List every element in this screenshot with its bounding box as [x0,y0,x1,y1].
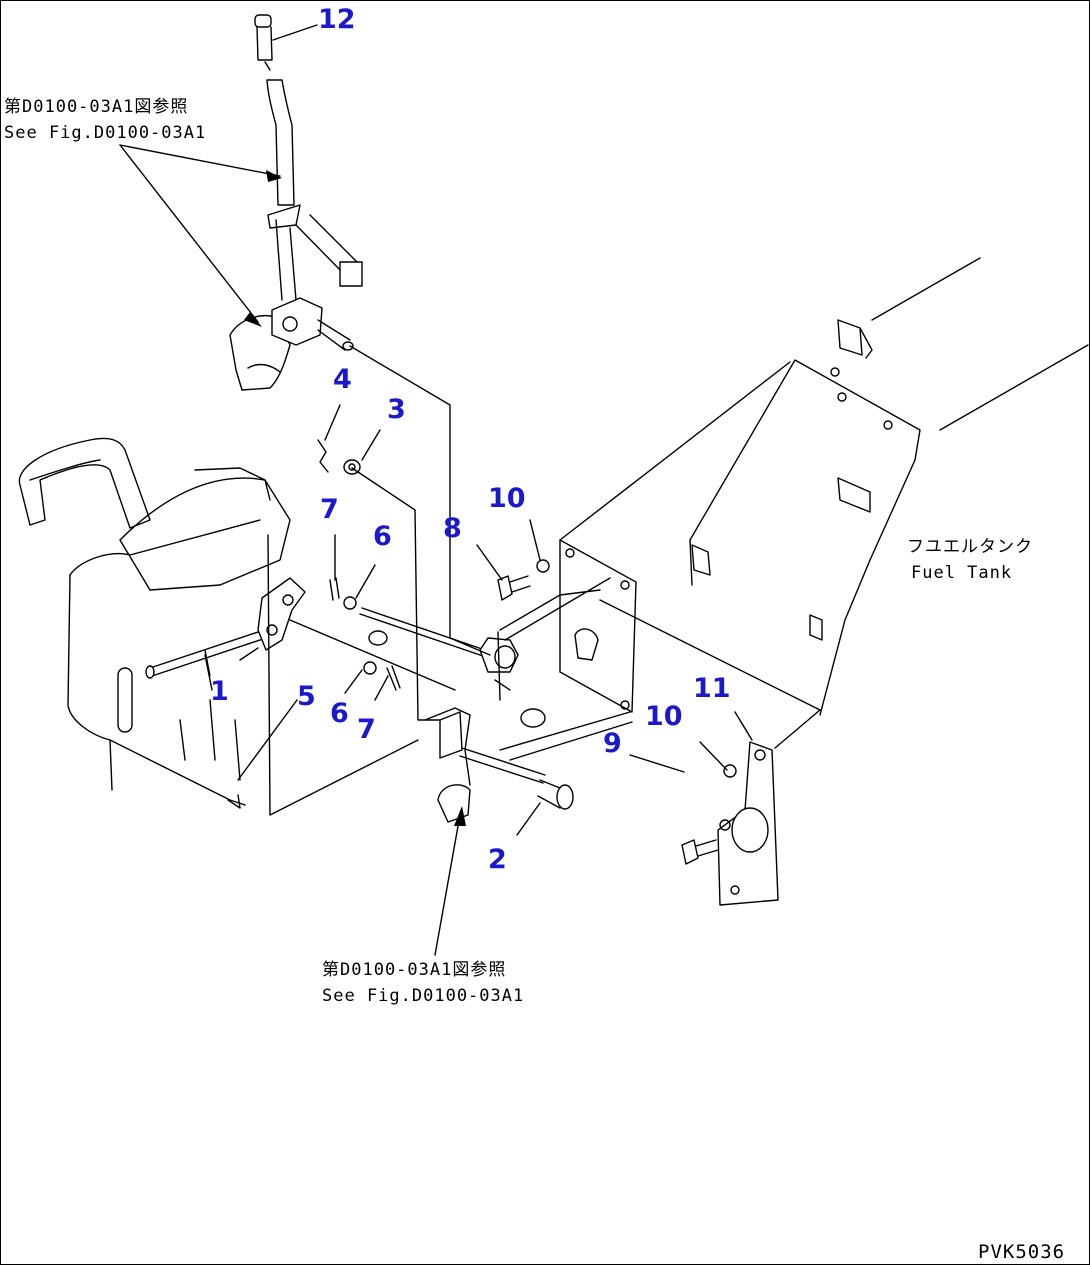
leader-lines [119,24,821,956]
callout-8: 8 [443,513,462,544]
mounting-plate [497,539,637,761]
fuel-tank [689,257,1089,716]
callout-11: 11 [693,673,731,704]
callout-7-lower: 7 [357,714,376,745]
lower-lever [424,707,574,823]
fuel-tank-label-en: Fuel Tank [911,563,1012,583]
bracket-part-11 [717,741,779,906]
arrowheads [244,170,466,826]
upper-bracket [229,297,354,391]
callout-labels: 12 4 3 7 6 8 10 1 5 6 7 11 10 9 2 [210,4,731,875]
control-lever [254,14,363,301]
callout-10-lower: 10 [645,701,683,732]
drawing-code: PVK5036 [978,1241,1065,1263]
reference-notes: 第D0100-03A1図参照 See Fig.D0100-03A1 第D0100… [4,97,1065,1263]
callout-10-upper: 10 [488,483,526,514]
callout-2: 2 [488,844,507,875]
callout-12: 12 [318,4,356,35]
callout-9: 9 [603,728,622,759]
ref-top-jp: 第D0100-03A1図参照 [4,97,188,117]
fuel-tank-label-jp: フユエルタンク [907,537,1033,557]
rod-part-1 [145,577,306,691]
ref-bottom-en: See Fig.D0100-03A1 [322,986,524,1006]
ref-top-en: See Fig.D0100-03A1 [4,123,206,143]
callout-1: 1 [210,676,229,707]
bolts-nuts [497,559,737,865]
seat-assembly [18,437,291,809]
callout-4: 4 [333,364,352,395]
callout-3: 3 [387,394,406,425]
callout-5: 5 [297,681,316,712]
callout-7-upper: 7 [320,494,339,525]
small-hardware [317,439,486,691]
ref-bottom-jp: 第D0100-03A1図参照 [322,960,506,980]
callout-6-upper: 6 [373,521,392,552]
callout-6-lower: 6 [330,698,349,729]
